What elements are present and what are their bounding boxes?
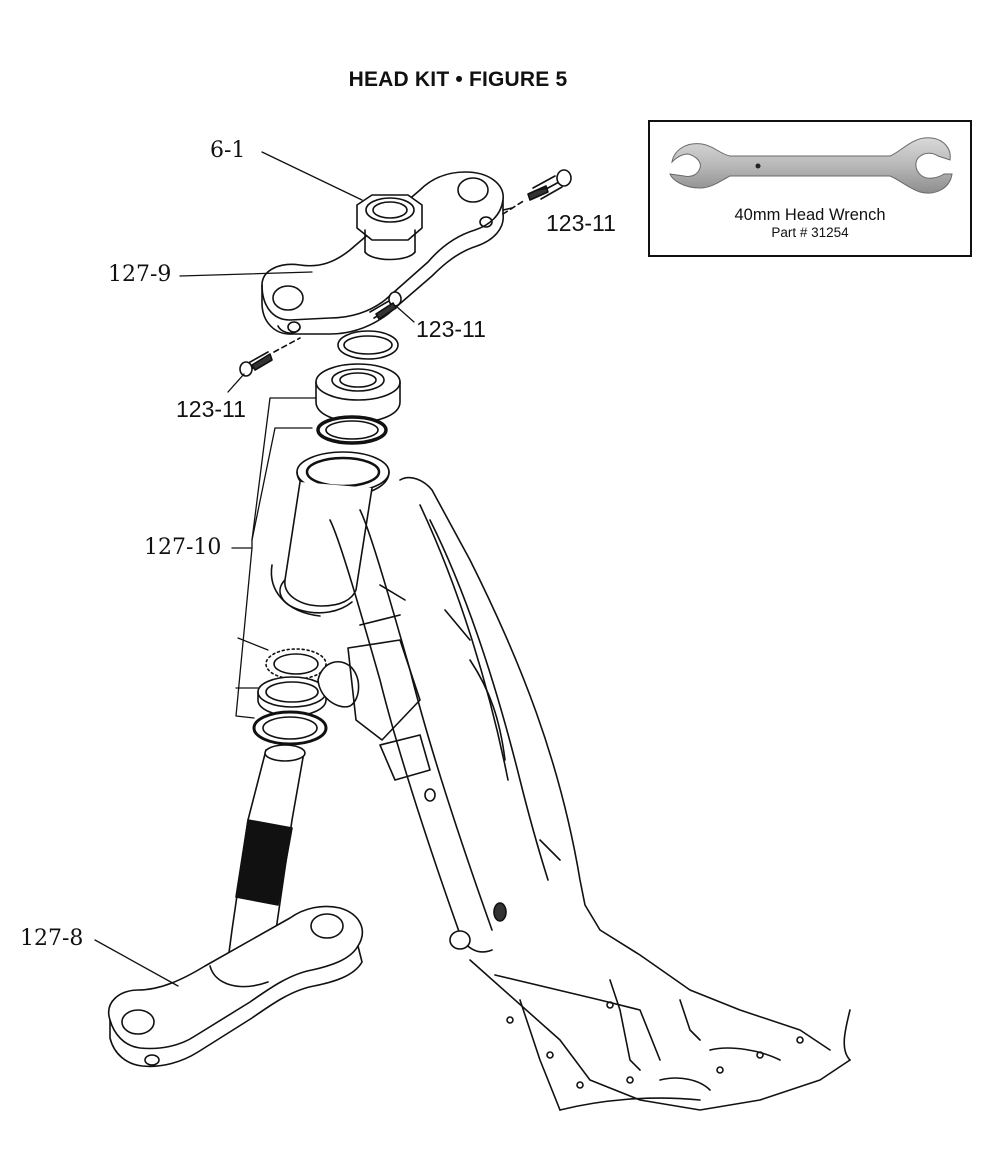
callout-123-11-right: 123-11 <box>546 210 616 236</box>
callout-6-1: 6-1 <box>210 138 246 163</box>
callout-123-11-left: 123-11 <box>176 396 246 422</box>
head-wrench-image <box>669 137 953 194</box>
clamp-bolt-mid <box>369 291 402 320</box>
head-tube <box>270 481 373 617</box>
frame <box>317 476 851 1111</box>
callout-127-9: 127-9 <box>108 262 172 287</box>
inset-tool-name: 40mm Head Wrench <box>734 206 886 224</box>
headset-spacer-ring <box>337 330 399 360</box>
callout-127-8: 127-8 <box>20 926 84 951</box>
inset-part-number: Part # 31254 <box>771 225 849 240</box>
clamp-bolt-right <box>502 169 572 215</box>
upper-bearing <box>316 415 388 445</box>
callout-127-10: 127-10 <box>144 535 222 560</box>
crown-race <box>252 710 328 746</box>
headset-locknut <box>315 363 401 423</box>
leader-lines <box>94 151 549 987</box>
clamp-bolt-left <box>239 337 301 377</box>
steerer-tube <box>227 744 306 969</box>
page-title: HEAD KIT • FIGURE 5 <box>348 68 568 91</box>
lower-race <box>257 676 327 717</box>
lower-bearing <box>265 648 327 680</box>
callout-123-11-mid: 123-11 <box>416 316 486 342</box>
lower-triple-clamp <box>107 905 364 1068</box>
top-nut <box>356 194 423 261</box>
head-wrench-inset: 40mm Head Wrench Part # 31254 <box>648 120 972 257</box>
